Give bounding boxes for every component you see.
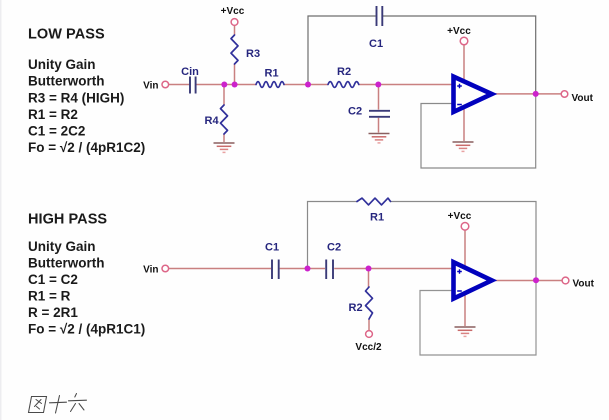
svg-text:Cin: Cin: [181, 66, 199, 78]
svg-text:Vcc/2: Vcc/2: [355, 342, 382, 353]
svg-text:Vout: Vout: [572, 93, 594, 104]
svg-text:C1: C1: [265, 242, 279, 254]
svg-text:LOW PASS: LOW PASS: [28, 27, 105, 43]
svg-text:R2: R2: [349, 302, 363, 314]
svg-text:C1: C1: [369, 38, 383, 50]
svg-text:R3 = R4 (HIGH): R3 = R4 (HIGH): [28, 90, 124, 105]
svg-text:C2: C2: [327, 242, 341, 254]
svg-text:R1: R1: [370, 212, 384, 224]
svg-text:Butterworth: Butterworth: [28, 255, 105, 270]
svg-text:Unity Gain: Unity Gain: [28, 57, 96, 72]
svg-text:Vin: Vin: [143, 81, 158, 92]
svg-text:Fo = √2 / (4pR1C2): Fo = √2 / (4pR1C2): [28, 140, 145, 155]
svg-text:Vin: Vin: [143, 265, 158, 276]
svg-text:Fo = √2 / (4pR1C1): Fo = √2 / (4pR1C1): [28, 321, 145, 336]
svg-text:Vout: Vout: [573, 279, 595, 290]
svg-text:HIGH PASS: HIGH PASS: [28, 212, 107, 228]
svg-text:+Vcc: +Vcc: [448, 211, 472, 222]
svg-text:R4: R4: [205, 115, 220, 127]
svg-text:R = 2R1: R = 2R1: [28, 305, 78, 320]
svg-text:R3: R3: [246, 48, 260, 60]
svg-text:Unity Gain: Unity Gain: [28, 239, 96, 254]
svg-text:+Vcc: +Vcc: [447, 26, 471, 37]
svg-text:+Vcc: +Vcc: [221, 6, 245, 17]
svg-text:R1 = R: R1 = R: [28, 289, 71, 304]
svg-text:R2: R2: [337, 66, 351, 78]
svg-text:R1: R1: [265, 68, 279, 80]
svg-text:C2: C2: [348, 106, 362, 118]
svg-text:Butterworth: Butterworth: [28, 74, 105, 89]
svg-text:R1 = R2: R1 = R2: [28, 107, 78, 122]
svg-text:C1 = C2: C1 = C2: [28, 272, 78, 287]
svg-text:C1 = 2C2: C1 = 2C2: [28, 124, 85, 139]
